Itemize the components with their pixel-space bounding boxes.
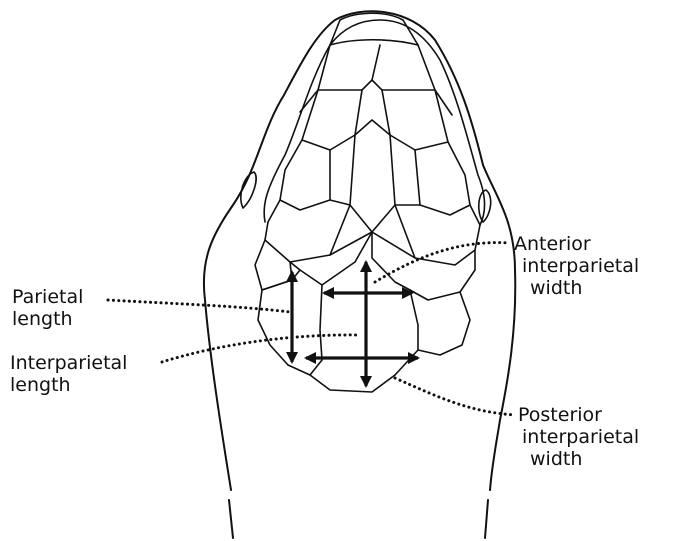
leader-posterior-interparietal-width (395, 378, 515, 415)
label-posterior-interparietal-width: Posterior interparietal width (518, 404, 639, 470)
label-anterior-line2: interparietal (514, 255, 639, 277)
label-interparietal-length-line1: Interparietal (10, 352, 127, 374)
label-interparietal-length-line2: length (10, 374, 127, 396)
leader-parietal-length (108, 300, 290, 312)
label-posterior-line1: Posterior (518, 404, 639, 426)
label-posterior-line3: width (518, 448, 639, 470)
label-anterior-interparietal-width: Anterior interparietal width (514, 233, 639, 299)
label-parietal-length-line1: Parietal (12, 286, 83, 308)
leader-lines (108, 243, 515, 415)
label-parietal-length: Parietal length (12, 286, 83, 330)
label-parietal-length-line2: length (12, 308, 83, 330)
label-posterior-line2: interparietal (518, 426, 639, 448)
label-interparietal-length: Interparietal length (10, 352, 127, 396)
label-anterior-line3: width (514, 277, 639, 299)
label-anterior-line1: Anterior (514, 233, 639, 255)
